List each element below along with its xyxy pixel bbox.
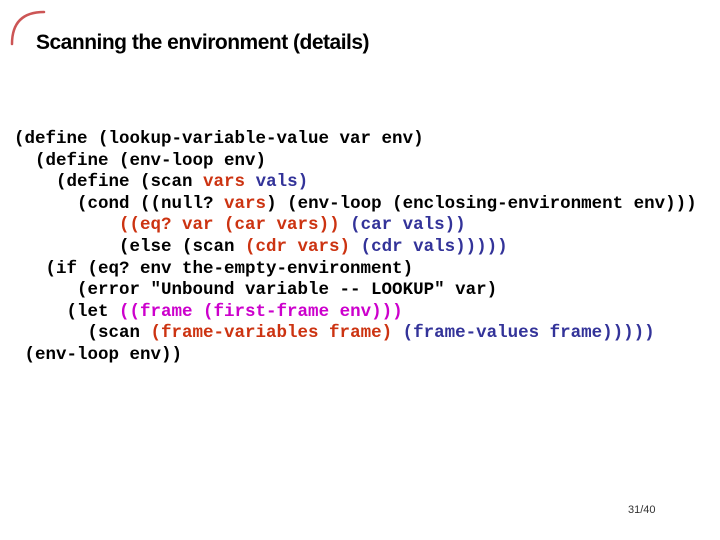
code-segment-black: (define (env-loop env) (14, 150, 267, 171)
code-line: (env-loop env)) (14, 345, 697, 367)
scheme-code-block: (define (lookup-variable-value var env) … (14, 129, 697, 367)
code-line: (define (scan vars vals) (14, 172, 697, 194)
code-segment-black: (cond ((null? (14, 193, 225, 214)
code-segment-black: (if (eq? env the-empty-environment) (14, 258, 414, 279)
code-line: (error "Unbound variable -- LOOKUP" var) (14, 280, 697, 302)
code-line: (define (env-loop env) (14, 151, 697, 173)
code-segment-black: (define (scan (14, 172, 204, 193)
code-segment-magenta: ((frame (first-frame env))) (119, 301, 403, 322)
slide-border-corner-icon (10, 10, 46, 46)
code-line: (let ((frame (first-frame env))) (14, 302, 697, 324)
code-segment-black (14, 215, 119, 235)
code-segment-black: (scan (14, 323, 151, 344)
code-segment-blue: (car vals)) (350, 215, 466, 236)
code-line: (if (eq? env the-empty-environment) (14, 259, 697, 281)
code-segment-black (245, 172, 256, 192)
code-line: (cond ((null? vars) (env-loop (enclosing… (14, 194, 697, 216)
code-segment-black: (error "Unbound variable -- LOOKUP" var) (14, 280, 498, 301)
code-segment-red: ((eq? var (car vars)) (119, 215, 340, 236)
code-segment-black: (else (scan (14, 236, 246, 257)
code-line: (else (scan (cdr vars) (cdr vals))))) (14, 237, 697, 259)
code-segment-blue: vals) (255, 172, 309, 193)
code-segment-red: vars (224, 193, 267, 214)
code-segment-black: (let (14, 301, 120, 322)
code-segment-red: (frame-variables frame) (150, 323, 393, 344)
code-segment-black (392, 323, 403, 343)
code-line: (scan (frame-variables frame) (frame-val… (14, 323, 697, 345)
code-segment-blue: (cdr vals))))) (360, 236, 508, 257)
code-segment-blue: (frame-values frame))))) (402, 323, 655, 344)
slide-title: Scanning the environment (details) (36, 31, 370, 54)
code-segment-black: (define (lookup-variable-value var env) (14, 129, 424, 149)
code-segment-black (350, 237, 361, 257)
code-segment-red: vars (203, 172, 246, 193)
code-segment-black (340, 215, 351, 235)
page-number: 31/40 (628, 504, 656, 516)
code-segment-black: (env-loop env)) (14, 344, 183, 365)
code-line: ((eq? var (car vars)) (car vals)) (14, 215, 697, 237)
code-segment-red: (cdr vars) (245, 236, 351, 257)
code-segment-black: ) (env-loop (enclosing-environment env))… (266, 193, 697, 214)
code-line: (define (lookup-variable-value var env) (14, 129, 697, 151)
